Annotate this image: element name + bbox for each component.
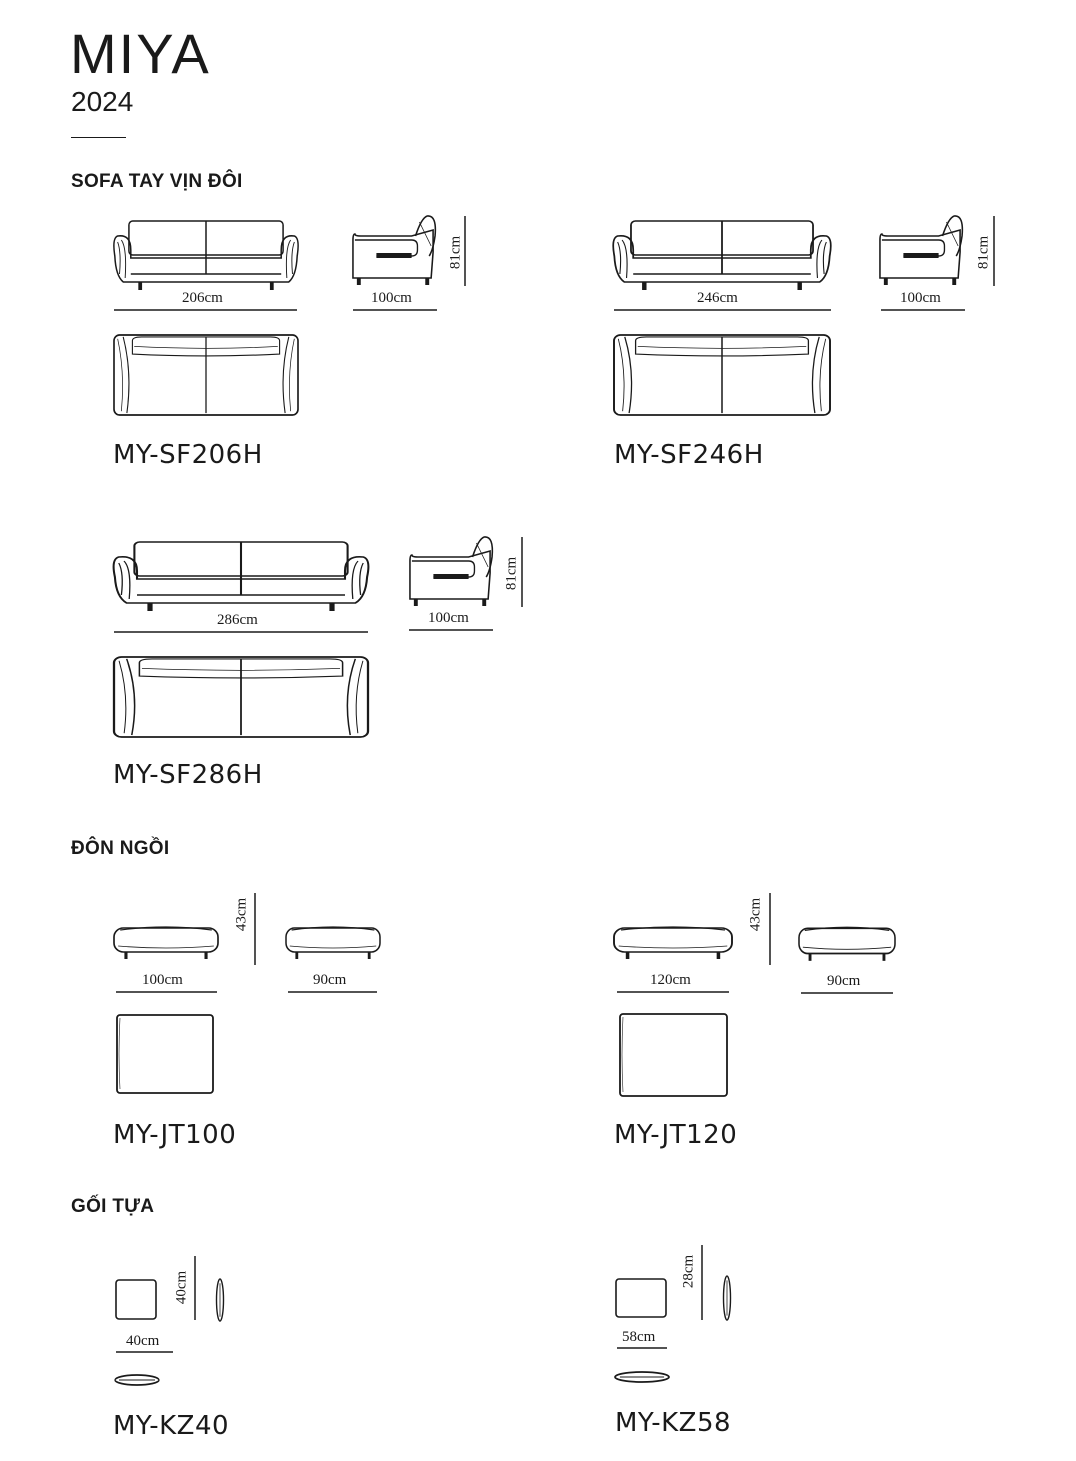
height-label: 43cm: [233, 897, 250, 932]
cushion-edge-drawing: [215, 1278, 225, 1322]
sofa-top-drawing: [113, 334, 299, 416]
width-dimension-line: [614, 309, 831, 311]
depth-dimension-line: [288, 991, 377, 993]
sofa-top-drawing: [613, 334, 831, 416]
depth-label: 90cm: [313, 972, 347, 988]
header-divider: [71, 137, 126, 138]
product-code: MY-SF206H: [113, 440, 263, 470]
height-dimension-line: [464, 216, 466, 286]
ottoman-top-drawing: [619, 1013, 728, 1097]
width-dimension-line: [114, 309, 297, 311]
width-label: 100cm: [142, 972, 183, 988]
width-dimension-line: [116, 1351, 173, 1353]
height-label: 28cm: [680, 1254, 697, 1289]
width-label: 206cm: [182, 290, 223, 306]
width-label: 40cm: [126, 1333, 160, 1349]
product-code: MY-SF246H: [614, 440, 764, 470]
cushion-front-drawing: [115, 1279, 157, 1320]
width-dimension-line: [114, 631, 368, 633]
product-code: MY-JT120: [614, 1120, 738, 1150]
sofa-side-drawing: [879, 215, 964, 286]
section-title-sofa: SOFA TAY VỊN ĐÔI: [71, 171, 243, 192]
height-dimension-line: [254, 893, 256, 965]
brand-title: MIYA: [70, 22, 211, 85]
width-label: 58cm: [622, 1329, 656, 1345]
sofa-top-drawing: [112, 655, 370, 739]
sofa-side-drawing: [409, 536, 494, 607]
width-dimension-line: [116, 991, 217, 993]
width-label: 286cm: [217, 612, 258, 628]
height-label: 81cm: [503, 556, 520, 591]
cushion-front-drawing: [615, 1278, 667, 1318]
height-label: 40cm: [173, 1270, 190, 1305]
depth-dimension-line: [353, 309, 437, 311]
cushion-top-drawing: [614, 1371, 670, 1383]
height-label: 81cm: [447, 235, 464, 270]
section-title-cushion: GỐI TỰA: [71, 1196, 155, 1217]
width-dimension-line: [617, 991, 729, 993]
height-label: 43cm: [747, 897, 764, 932]
ottoman-top-drawing: [116, 1014, 214, 1094]
sofa-front-drawing: [113, 220, 299, 291]
height-label: 81cm: [975, 235, 992, 270]
product-code: MY-KZ40: [113, 1411, 230, 1441]
height-dimension-line: [194, 1256, 196, 1320]
width-label: 246cm: [697, 290, 738, 306]
height-dimension-line: [993, 216, 995, 286]
product-code: MY-KZ58: [615, 1408, 732, 1438]
cushion-edge-drawing: [722, 1275, 732, 1321]
ottoman-front-drawing: [113, 926, 219, 960]
depth-label: 90cm: [827, 973, 861, 989]
sofa-front-drawing: [112, 540, 370, 613]
ottoman-side-drawing: [285, 926, 381, 960]
sofa-front-drawing: [612, 220, 832, 291]
ottoman-front-drawing: [613, 926, 733, 960]
depth-dimension-line: [801, 992, 893, 994]
depth-label: 100cm: [428, 610, 469, 626]
section-title-ottoman: ĐÔN NGỒI: [71, 838, 170, 859]
height-dimension-line: [521, 537, 523, 607]
depth-dimension-line: [409, 629, 493, 631]
height-dimension-line: [701, 1245, 703, 1320]
height-dimension-line: [769, 893, 771, 965]
ottoman-side-drawing: [798, 926, 896, 962]
width-label: 120cm: [650, 972, 691, 988]
product-code: MY-JT100: [113, 1120, 237, 1150]
product-code: MY-SF286H: [113, 760, 263, 790]
cushion-top-drawing: [114, 1374, 160, 1386]
width-dimension-line: [617, 1347, 667, 1349]
depth-label: 100cm: [900, 290, 941, 306]
depth-label: 100cm: [371, 290, 412, 306]
sofa-side-drawing: [352, 215, 437, 286]
collection-year: 2024: [71, 86, 134, 117]
depth-dimension-line: [881, 309, 965, 311]
